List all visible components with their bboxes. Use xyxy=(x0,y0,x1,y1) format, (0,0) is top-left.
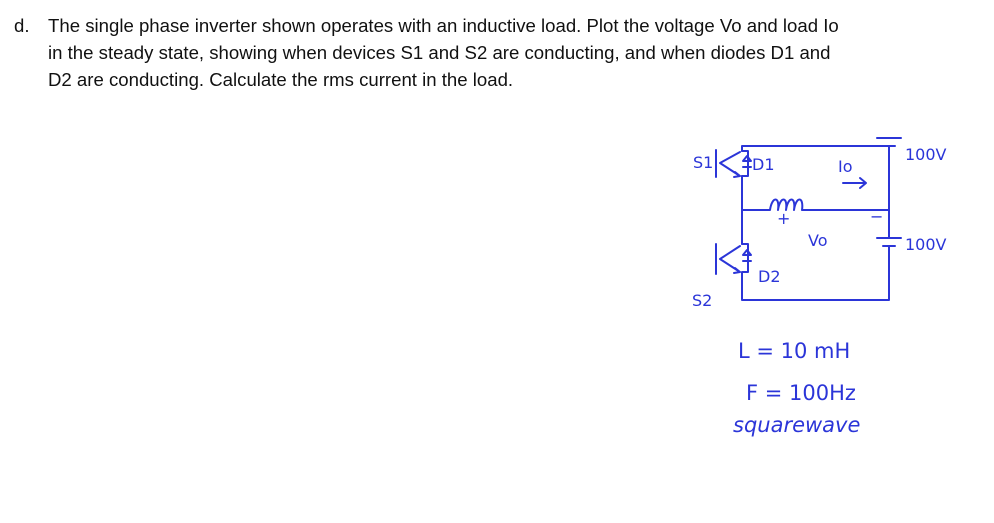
problem-line-2: in the steady state, showing when device… xyxy=(48,42,831,63)
frequency-note: F = 100Hz xyxy=(746,381,856,405)
load-inductor xyxy=(741,198,890,211)
vo-minus-label: − xyxy=(870,207,883,226)
d1-diode xyxy=(741,150,752,177)
problem-text: The single phase inverter shown operates… xyxy=(48,12,898,93)
d1-label: D1 xyxy=(752,155,775,174)
inductance-note: L = 10 mH xyxy=(738,339,850,363)
waveform-note: squarewave xyxy=(733,413,860,437)
d2-diode xyxy=(741,243,752,293)
io-label: Io xyxy=(838,157,853,176)
s1-transistor xyxy=(715,149,741,178)
io-current-arrow xyxy=(842,177,867,189)
bottom-battery-symbol xyxy=(876,237,902,247)
bottom-battery-lead xyxy=(741,245,890,301)
vo-label: Vo xyxy=(808,231,828,250)
s2-transistor xyxy=(715,243,741,275)
s1-label: S1 xyxy=(693,153,713,172)
top-battery-symbol xyxy=(876,137,902,147)
s2-label: S2 xyxy=(692,291,712,310)
d2-label: D2 xyxy=(758,267,781,286)
vo-plus-label: + xyxy=(777,209,790,228)
top-voltage-label: 100V xyxy=(905,145,947,164)
top-rail-wire xyxy=(741,145,890,152)
problem-label: d. xyxy=(14,15,30,36)
problem-line-3: D2 are conducting. Calculate the rms cur… xyxy=(48,69,514,90)
bottom-voltage-label: 100V xyxy=(905,235,947,254)
problem-line-1: The single phase inverter shown operates… xyxy=(48,15,839,36)
